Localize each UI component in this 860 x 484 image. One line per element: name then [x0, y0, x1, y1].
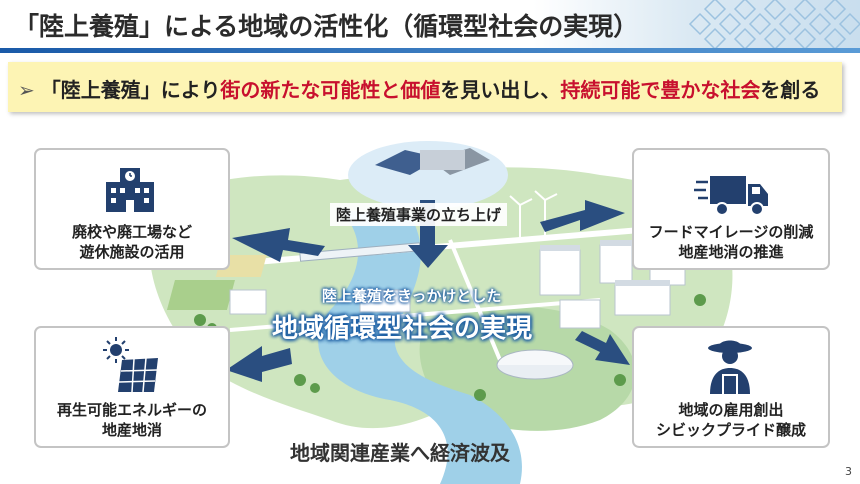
- box-idle-facilities-line1: 廃校や廃工場など: [71, 223, 192, 241]
- message-part-1: 「陸上養殖」により: [40, 78, 221, 102]
- box-food-mileage: フードマイレージの削減 地産地消の推進: [632, 148, 830, 270]
- box-idle-facilities-line2: 遊休施設の活用: [79, 243, 185, 261]
- key-message: ➢「陸上養殖」により街の新たな可能性と価値を見い出し、持続可能で豊かな社会を創る: [18, 74, 820, 103]
- box-idle-facilities: 廃校や廃工場など 遊休施設の活用: [34, 148, 230, 270]
- center-title: 地域循環型社会の実現: [272, 314, 533, 344]
- page-number: 3: [845, 465, 852, 478]
- message-highlight-1: 街の新たな可能性と価値: [220, 78, 441, 102]
- down-arrow: [408, 200, 448, 268]
- bullet-marker: ➢: [18, 78, 35, 102]
- aquaculture-launch-label: 陸上養殖事業の立ち上げ: [330, 203, 508, 226]
- key-message-banner: ➢「陸上養殖」により街の新たな可能性と価値を見い出し、持続可能で豊かな社会を創る: [8, 62, 842, 112]
- box-renewable-energy: 再生可能エネルギーの 地産地消: [34, 326, 230, 448]
- box-employment-line1: 地域の雇用創出: [678, 401, 784, 419]
- box-food-mileage-line1: フードマイレージの削減: [648, 223, 814, 241]
- arrow-top-left: [232, 228, 325, 262]
- message-part-3: を創る: [760, 78, 821, 102]
- title-bar: 「陸上養殖」による地域の活性化（循環型社会の実現）: [0, 0, 860, 48]
- arrow-bottom-left: [226, 346, 292, 382]
- box-employment: 地域の雇用創出 シビックプライド醸成: [632, 326, 830, 448]
- economic-ripple-label: 地域関連産業へ経済波及: [290, 441, 510, 465]
- center-subtitle: 陸上養殖をきっかけとした: [322, 287, 502, 305]
- title-underline: [0, 48, 860, 53]
- box-food-mileage-line2: 地産地消の推進: [678, 243, 784, 261]
- decorative-pattern: [688, 0, 860, 48]
- box-renewable-energy-line1: 再生可能エネルギーの: [56, 401, 207, 419]
- box-renewable-energy-line2: 地産地消: [101, 421, 162, 439]
- page-title: 「陸上養殖」による地域の活性化（循環型社会の実現）: [14, 12, 639, 41]
- solar-panel-icon: [103, 337, 158, 393]
- farmer-icon: [708, 340, 752, 394]
- box-employment-line2: シビックプライド醸成: [655, 421, 806, 439]
- delivery-truck-icon: [694, 176, 768, 216]
- school-building-icon: [106, 168, 154, 212]
- arrow-top-right: [540, 200, 625, 232]
- arrow-bottom-right: [575, 331, 630, 365]
- message-highlight-2: 持続可能で豊かな社会: [560, 78, 761, 102]
- message-part-2: を見い出し、: [440, 78, 561, 102]
